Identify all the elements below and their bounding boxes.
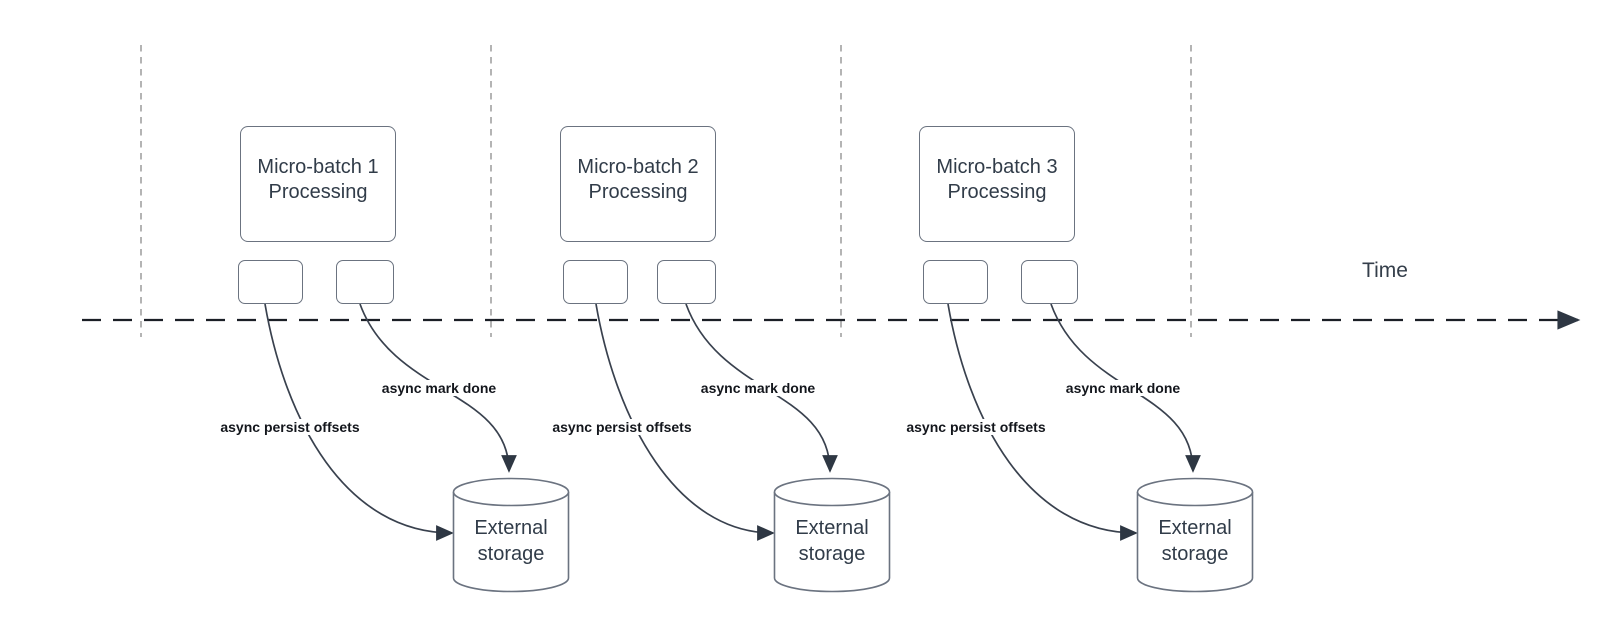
microbatch-box-title-line1: Micro-batch 3	[936, 156, 1058, 178]
persist-offsets-connector-3	[947, 303, 1138, 541]
microbatch-box-title-line2: Processing	[947, 181, 1047, 203]
external-storage-label: External storage	[773, 515, 891, 567]
external-storage-label-line1: External	[795, 517, 869, 539]
external-storage-label: External storage	[1136, 515, 1254, 567]
persist-offsets-label-2: async persist offsets	[549, 419, 695, 435]
cylinder-shape-icon	[452, 477, 570, 593]
mark-done-label-1: async mark done	[378, 380, 500, 396]
time-axis-label: Time	[1362, 259, 1408, 282]
cylinder-shape-icon	[773, 477, 891, 593]
external-storage-label-line2: storage	[1161, 543, 1229, 565]
external-storage-cylinder-1: External storage	[452, 477, 570, 593]
external-storage-label-line1: External	[474, 517, 548, 539]
persist-offsets-connector-2	[595, 303, 775, 541]
microbatch-box-title-line1: Micro-batch 2	[577, 156, 699, 178]
microbatch-box-2: Micro-batch 2 Processing	[560, 126, 716, 242]
external-storage-label-line1: External	[1158, 517, 1232, 539]
persist-offsets-label-3: async persist offsets	[903, 419, 1049, 435]
persist-offsets-label-1: async persist offsets	[217, 419, 363, 435]
microbatch-box-3: Micro-batch 3 Processing	[919, 126, 1075, 242]
offset-write-box-2	[563, 260, 628, 304]
commit-write-box-3	[1021, 260, 1078, 304]
cylinder-shape-icon	[1136, 477, 1254, 593]
commit-write-box-1	[336, 260, 394, 304]
offset-write-box-1	[238, 260, 303, 304]
microbatch-box-title-line2: Processing	[268, 181, 368, 203]
external-storage-label-line2: storage	[798, 543, 866, 565]
microbatch-box-title-line2: Processing	[588, 181, 688, 203]
persist-offsets-connector-1	[264, 303, 454, 541]
mark-done-label-2: async mark done	[697, 380, 819, 396]
external-storage-cylinder-2: External storage	[773, 477, 891, 593]
microbatch-box-title-line1: Micro-batch 1	[257, 156, 379, 178]
external-storage-label: External storage	[452, 515, 570, 567]
external-storage-label-line2: storage	[477, 543, 545, 565]
external-storage-cylinder-3: External storage	[1136, 477, 1254, 593]
mark-done-label-3: async mark done	[1062, 380, 1184, 396]
microbatch-box-1: Micro-batch 1 Processing	[240, 126, 396, 242]
commit-write-box-2	[657, 260, 716, 304]
offset-write-box-3	[923, 260, 988, 304]
